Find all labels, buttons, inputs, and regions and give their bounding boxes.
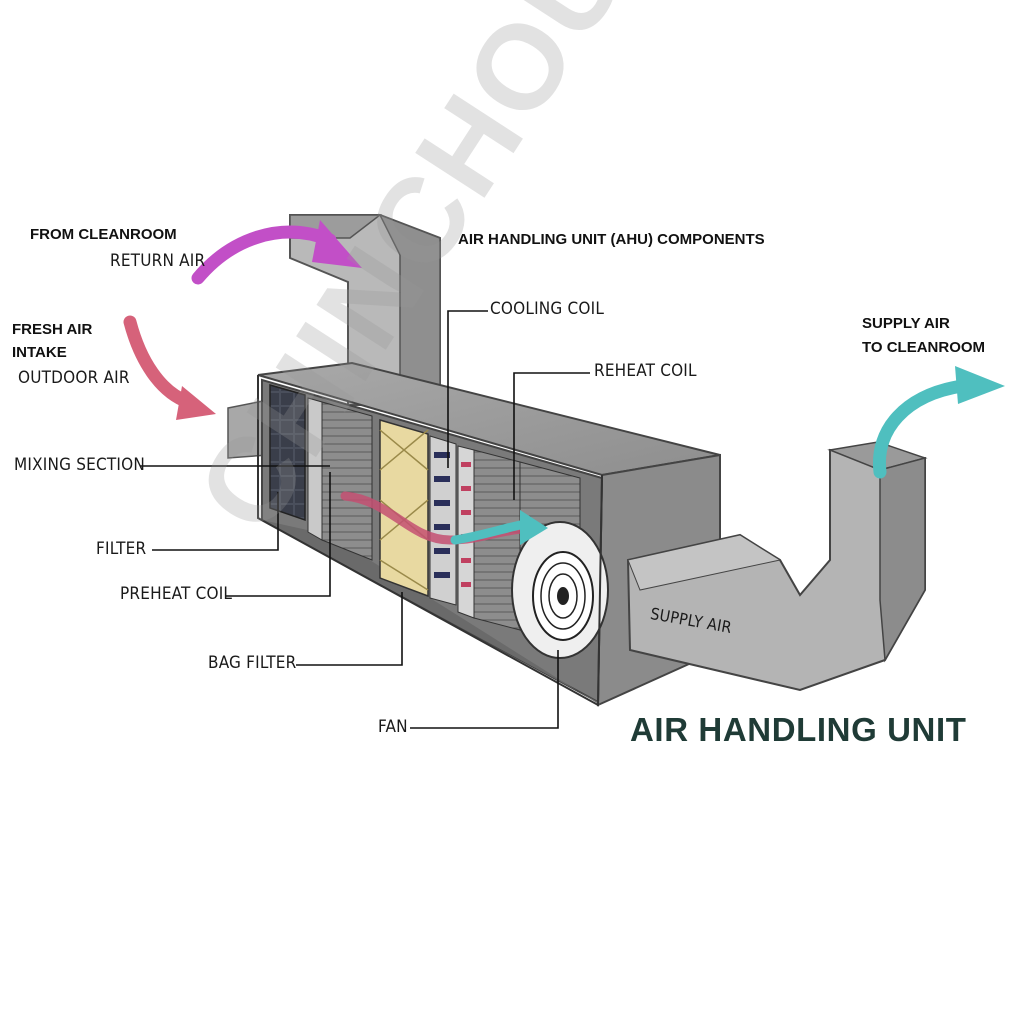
label-mixing-section: MIXING SECTION (14, 455, 146, 475)
label-fresh-air-line1: FRESH AIR (12, 321, 93, 338)
cooling-coil (429, 435, 457, 606)
label-reheat-coil: REHEAT COIL (594, 361, 697, 381)
label-from-cleanroom: FROM CLEANROOM (30, 226, 177, 243)
label-cooling-coil: COOLING COIL (490, 299, 605, 319)
label-outdoor-air: OUTDOOR AIR (18, 368, 130, 388)
filter-panel (269, 384, 306, 522)
supply-air-arrow (872, 379, 969, 479)
label-preheat-coil: PREHEAT COIL (120, 584, 233, 604)
label-filter: FILTER (96, 539, 147, 559)
fan (511, 521, 609, 659)
label-return-air: RETURN AIR (110, 251, 206, 271)
return-air-arrow (191, 225, 337, 285)
fresh-air-arrow (123, 315, 195, 409)
label-supply-air-line1: SUPPLY AIR (862, 315, 950, 332)
diagram-title: AIR HANDLING UNIT (AHU) COMPONENTS (458, 231, 765, 248)
label-fresh-air-line2: INTAKE (12, 344, 67, 361)
label-fan: FAN (378, 717, 408, 737)
preheat-coil (321, 401, 373, 561)
label-bag-filter: BAG FILTER (208, 653, 297, 673)
reheat-coil (457, 445, 475, 619)
diagram-heading: AIR HANDLING UNIT (630, 711, 967, 748)
label-supply-air-line2: TO CLEANROOM (862, 339, 986, 356)
leader-lines (140, 310, 590, 729)
supply-air-duct (626, 441, 928, 692)
bag-filter (379, 419, 429, 598)
